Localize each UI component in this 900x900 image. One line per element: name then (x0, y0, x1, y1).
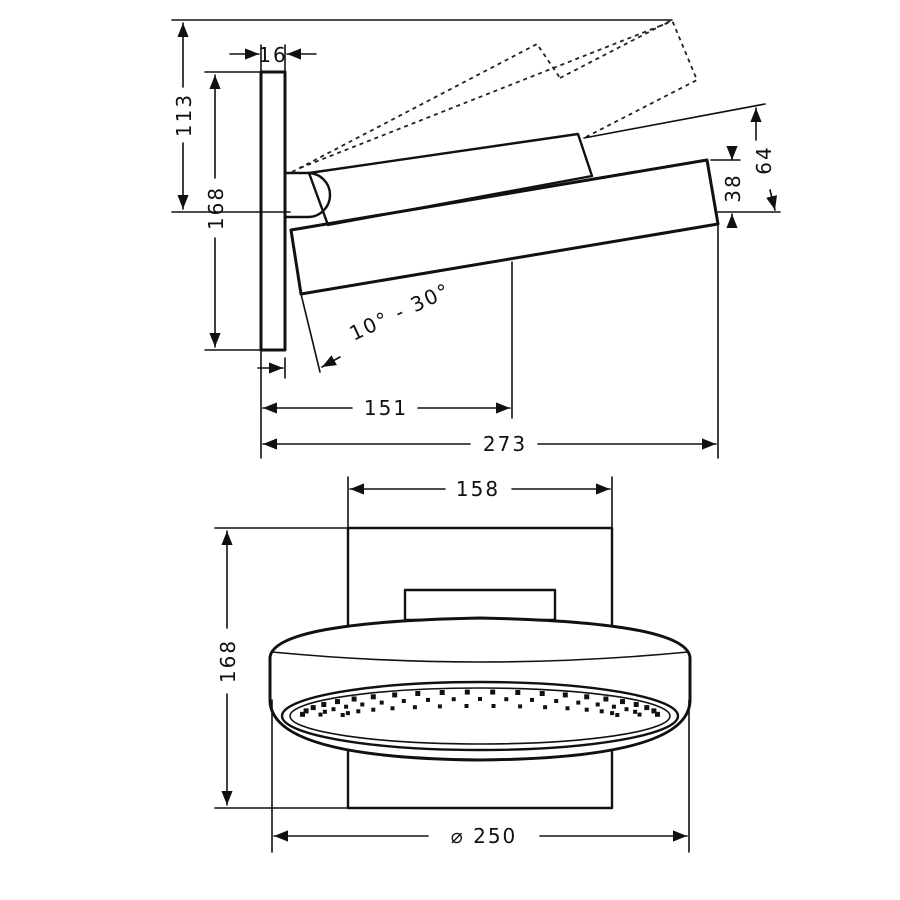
nozzle (491, 704, 496, 708)
head-top-edge (271, 651, 689, 663)
nozzle (356, 709, 361, 714)
nozzle (543, 705, 548, 710)
nozzle (637, 712, 642, 717)
spray-face-inner (289, 687, 671, 745)
nozzle (565, 706, 570, 711)
nozzle (340, 713, 345, 717)
arm-tab (403, 588, 557, 622)
nozzle (611, 704, 616, 709)
nozzle (576, 700, 581, 705)
dim-line-angle (321, 355, 341, 368)
dim-label-158: 158 (456, 477, 500, 501)
nozzle (379, 700, 384, 705)
raised-position-outline (291, 42, 561, 173)
nozzle (490, 689, 496, 695)
nozzle (633, 709, 638, 714)
nozzle (655, 711, 660, 717)
nozzle (610, 711, 615, 716)
nozzle-grid (300, 689, 660, 717)
nozzle (331, 707, 336, 712)
dim-label-38: 38 (721, 173, 745, 202)
nozzle (310, 705, 316, 711)
dim-label-64: 64 (752, 145, 776, 174)
nozzle (464, 689, 470, 695)
nozzle (335, 699, 340, 705)
nozzle (584, 707, 589, 712)
dim-label-250: ⌀ 250 (451, 824, 518, 848)
nozzle (390, 706, 395, 711)
dim-label-151: 151 (364, 396, 408, 420)
nozzle (595, 702, 600, 707)
nozzle (539, 691, 545, 696)
nozzle (322, 709, 327, 714)
shower-arm (307, 132, 594, 227)
nozzle (300, 711, 305, 717)
nozzle (345, 711, 350, 716)
joint-knuckle (284, 171, 332, 219)
nozzle (303, 708, 309, 714)
nozzle (478, 697, 482, 701)
dim-label-16: 16 (258, 43, 287, 67)
nozzle (515, 690, 521, 695)
nozzle (321, 702, 327, 707)
nozzle (318, 712, 323, 717)
extension-line (583, 103, 766, 139)
nozzle (344, 704, 349, 709)
nozzle (451, 697, 456, 702)
side-view: 113 168 16 10° - 30° 151 273 38 (171, 18, 781, 459)
dim-label-113: 113 (172, 93, 196, 137)
nozzle (504, 697, 509, 702)
dim-label-angle: 10° - 30° (346, 278, 455, 346)
nozzle (615, 713, 620, 717)
dim-label-273: 273 (483, 432, 527, 456)
dim-line-64 (766, 189, 778, 211)
nozzle (401, 699, 406, 703)
nozzle (624, 707, 629, 712)
dim-label-168-side: 168 (204, 186, 228, 230)
nozzle (371, 707, 376, 712)
nozzle (644, 705, 650, 711)
nozzle (360, 702, 365, 707)
nozzle (464, 704, 469, 708)
nozzle (633, 702, 639, 707)
nozzle (351, 696, 357, 702)
extension-line (300, 293, 321, 373)
nozzle (439, 690, 445, 695)
nozzle (599, 709, 604, 714)
nozzle (392, 692, 398, 698)
nozzle (412, 705, 417, 710)
nozzle (584, 694, 590, 700)
wall-plate (259, 70, 287, 352)
dim-label-168-front: 168 (216, 639, 240, 683)
nozzle (530, 697, 534, 702)
nozzle (603, 696, 609, 702)
nozzle (554, 699, 559, 703)
nozzle (518, 704, 523, 709)
spray-face (280, 680, 680, 752)
nozzle (562, 692, 568, 698)
nozzle (415, 691, 421, 696)
nozzle (437, 704, 442, 709)
nozzle (426, 697, 430, 702)
raised-position-top (299, 21, 671, 169)
nozzle (651, 708, 657, 714)
nozzle (370, 694, 376, 700)
shower-head-side (289, 158, 720, 296)
front-view: 158 168 ⌀ 250 (214, 476, 692, 853)
nozzle (620, 699, 625, 705)
